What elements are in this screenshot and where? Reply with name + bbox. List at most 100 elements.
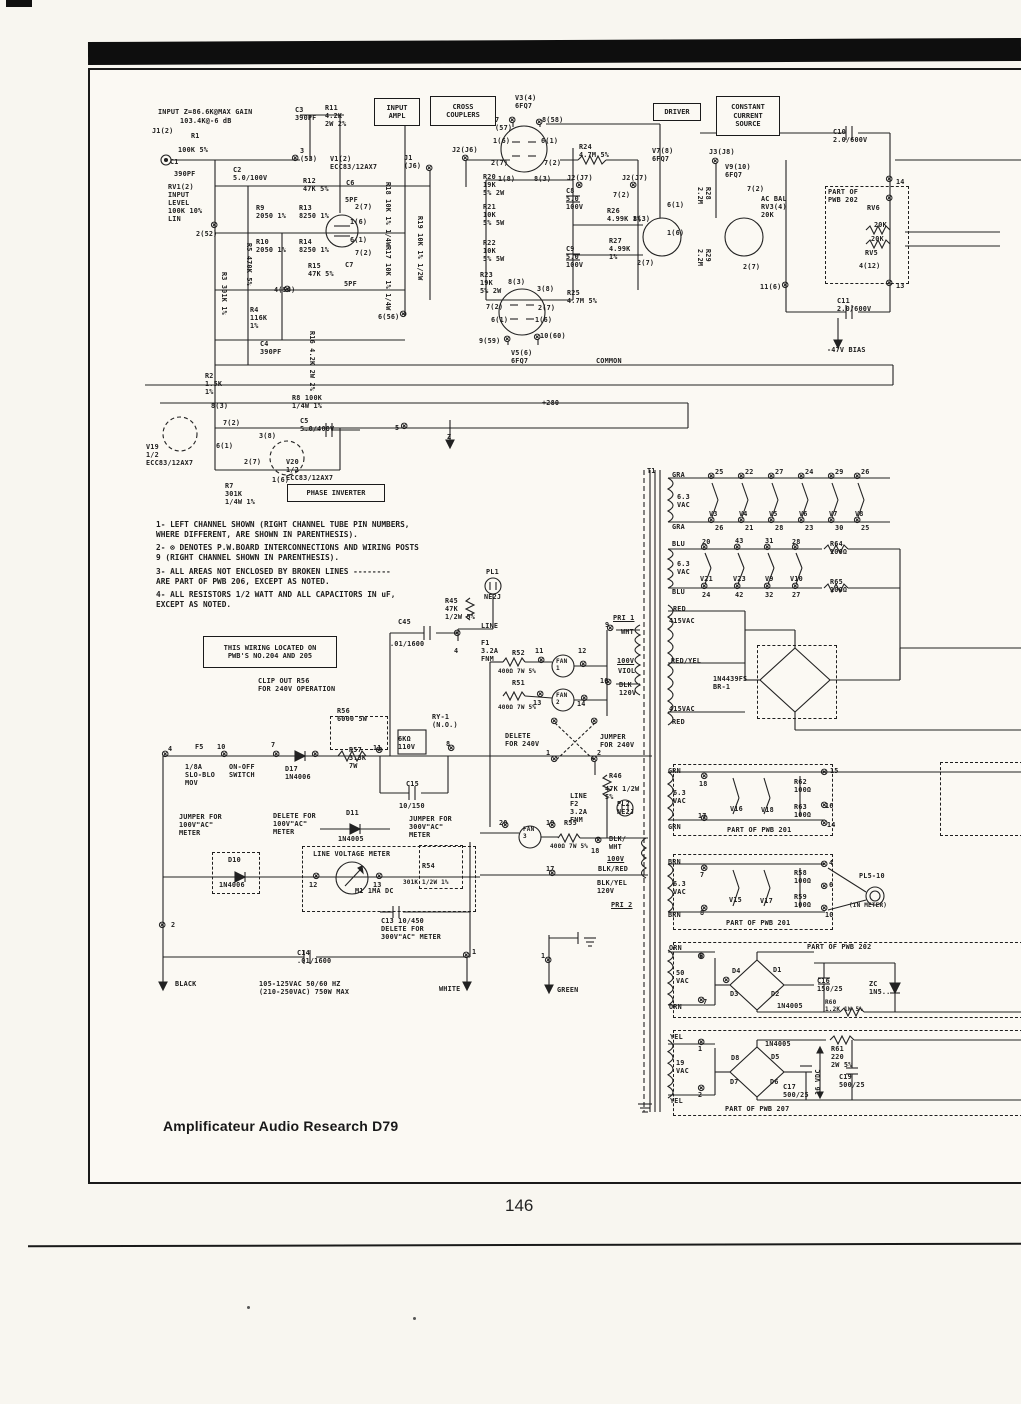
schematic-label: BLK 120V — [619, 681, 637, 698]
schematic-label: R28 2.2M — [695, 187, 712, 205]
schematic-label: JUMPER FOR 300V"AC" METER — [409, 815, 452, 840]
schematic-label: 11 — [535, 647, 544, 655]
schematic-label: 13 — [896, 282, 905, 290]
schematic-label: 7(2) — [544, 159, 562, 167]
schematic-label: 1 — [546, 749, 551, 757]
wiring-post-icon: ⊗ — [158, 920, 167, 931]
wiring-post-icon: ⊗ — [820, 767, 829, 778]
schematic-label: R23 19K 5% 2W — [480, 271, 502, 296]
schematic-label: ORN — [669, 1003, 682, 1011]
schematic-label: V9(10) 6FQ7 — [725, 163, 751, 180]
caption: Amplificateur Audio Research D79 — [163, 1118, 399, 1134]
schematic-label: R21 10K 5% 5W — [483, 203, 505, 228]
wiring-post-icon: ⊗ — [291, 153, 300, 164]
schematic-label: R61 220 2W 5% — [831, 1045, 853, 1070]
schematic-label: 1(6) — [667, 229, 685, 237]
schematic-label: 50 VAC — [676, 969, 689, 986]
schematic-label: ORN — [669, 944, 682, 952]
wiring-post-icon: ⊗ — [533, 332, 542, 343]
schematic-label: 3 (53) — [300, 147, 318, 164]
schematic-label: C10 2.0/600V — [833, 128, 868, 145]
schematic-label: 25 — [715, 468, 724, 476]
schematic-label: 6.3 VAC — [673, 880, 686, 897]
schematic-label: V18 — [761, 806, 774, 814]
schematic-label: R60 1.2K 1W 5% — [825, 999, 864, 1014]
schematic-label: D5 — [771, 1053, 780, 1061]
wiring-post-icon: ⊗ — [425, 163, 434, 174]
schematic-label: BRN — [668, 911, 681, 919]
schematic-label: C9 5.0 100V — [566, 245, 584, 270]
schematic-label: 9(59) — [479, 337, 501, 345]
schematic-label: 5 — [395, 424, 400, 432]
schematic-label: 3(8) — [537, 285, 555, 293]
schematic-label: C6 — [346, 179, 355, 187]
schematic-label: T1 — [647, 467, 656, 475]
schematic-label: 28 — [792, 538, 801, 546]
schematic-label: 47K 1/2W 5% — [605, 785, 640, 802]
wiring-post-icon: ⊗ — [536, 689, 545, 700]
schematic-label: 27 — [775, 468, 784, 476]
schematic-label: GRN — [668, 767, 681, 775]
schematic-label: BLK/RED — [598, 865, 629, 873]
schematic-label: 26 — [861, 468, 870, 476]
wiring-post-icon: ⊗ — [550, 716, 559, 727]
wiring-post-icon: ⊗ — [820, 859, 829, 870]
schematic-label: 11(6) — [760, 283, 782, 291]
schematic-label: 1N4006 — [219, 881, 245, 889]
schematic-label: FAN 1 — [556, 658, 568, 673]
wiring-post-icon: ⊗ — [722, 975, 731, 986]
schematic-label: 6(1) — [541, 137, 559, 145]
schematic-label: R8 100K 1/4W 1% — [292, 394, 323, 411]
schematic-label: RY-1 (N.O.) — [432, 713, 458, 730]
schematic-label: 4 — [454, 647, 459, 655]
schematic-label: 1N4005 — [765, 1040, 791, 1048]
schematic-label: R63 100Ω — [794, 803, 812, 820]
schematic-label: 6KΩ 110V — [398, 735, 416, 752]
schematic-label: 8(3) — [508, 278, 526, 286]
schematic-label: WHITE — [439, 985, 461, 993]
schematic-label: PART OF PWB 201 — [727, 826, 792, 834]
wiring-post-icon: ⊗ — [797, 471, 806, 482]
schematic-label: PL5-10 — [859, 872, 885, 880]
wiring-post-icon: ⊗ — [548, 868, 557, 879]
schematic-label: 20 — [702, 538, 711, 546]
schematic-label: 6(1) — [491, 316, 509, 324]
schematic-label: 42 — [735, 591, 744, 599]
schematic-label: 1(6) — [535, 316, 553, 324]
schematic-label: 6 — [829, 881, 834, 889]
schematic-label: JUMPER FOR 100V"AC" METER — [179, 813, 222, 838]
schematic-label: C5 5.0/400V — [300, 417, 335, 434]
schematic-label: C1 — [170, 158, 179, 166]
schematic-label: R12 47K 5% — [303, 177, 329, 194]
schematic-label: PRI 2 — [611, 901, 633, 909]
schematic-label: RV1(2) INPUT LEVEL 100K 10% LIN — [168, 183, 203, 224]
section-label-box: INPUT AMPL — [374, 98, 420, 126]
schematic-label: D3 — [730, 990, 739, 998]
schematic-label: R18 10K 1% 1/4W — [384, 182, 392, 247]
wiring-post-icon: ⊗ — [700, 903, 709, 914]
schematic-label: BLU — [672, 588, 685, 596]
schematic-label: GREEN — [557, 986, 579, 994]
schematic-label: 23 — [805, 524, 814, 532]
wiring-post-icon: ⊗ — [548, 820, 557, 831]
schematic-label: 31 — [765, 537, 774, 545]
schematic-label: LINE — [481, 622, 499, 630]
schematic-label: D2 — [771, 990, 780, 998]
schematic-label: R11 4.2K 2W 2% — [325, 104, 347, 129]
wiring-post-icon: ⊗ — [791, 581, 800, 592]
wiring-post-icon: ⊗ — [697, 1037, 706, 1048]
schematic-label: 19 VAC — [676, 1059, 689, 1076]
pwb-region-outline — [419, 845, 463, 889]
schematic-label: 10 — [217, 743, 226, 751]
wiring-post-icon: ⊗ — [700, 771, 709, 782]
schematic-label: PART OF PWB 207 — [725, 1105, 790, 1113]
schematic-label: 32 — [765, 591, 774, 599]
schematic-label: 22 — [745, 468, 754, 476]
pwb-region-outline — [330, 716, 388, 750]
wiring-post-icon: ⊗ — [763, 581, 772, 592]
schematic-label: R2 1.5K 1% — [205, 372, 223, 397]
schematic-label: 1/8A SLO-BLO MOV — [185, 763, 216, 788]
schematic-label: 1 — [698, 1045, 703, 1053]
wiring-post-icon: ⊗ — [697, 951, 706, 962]
schematic-label: DELETE FOR 100V"AC" METER — [273, 812, 316, 837]
